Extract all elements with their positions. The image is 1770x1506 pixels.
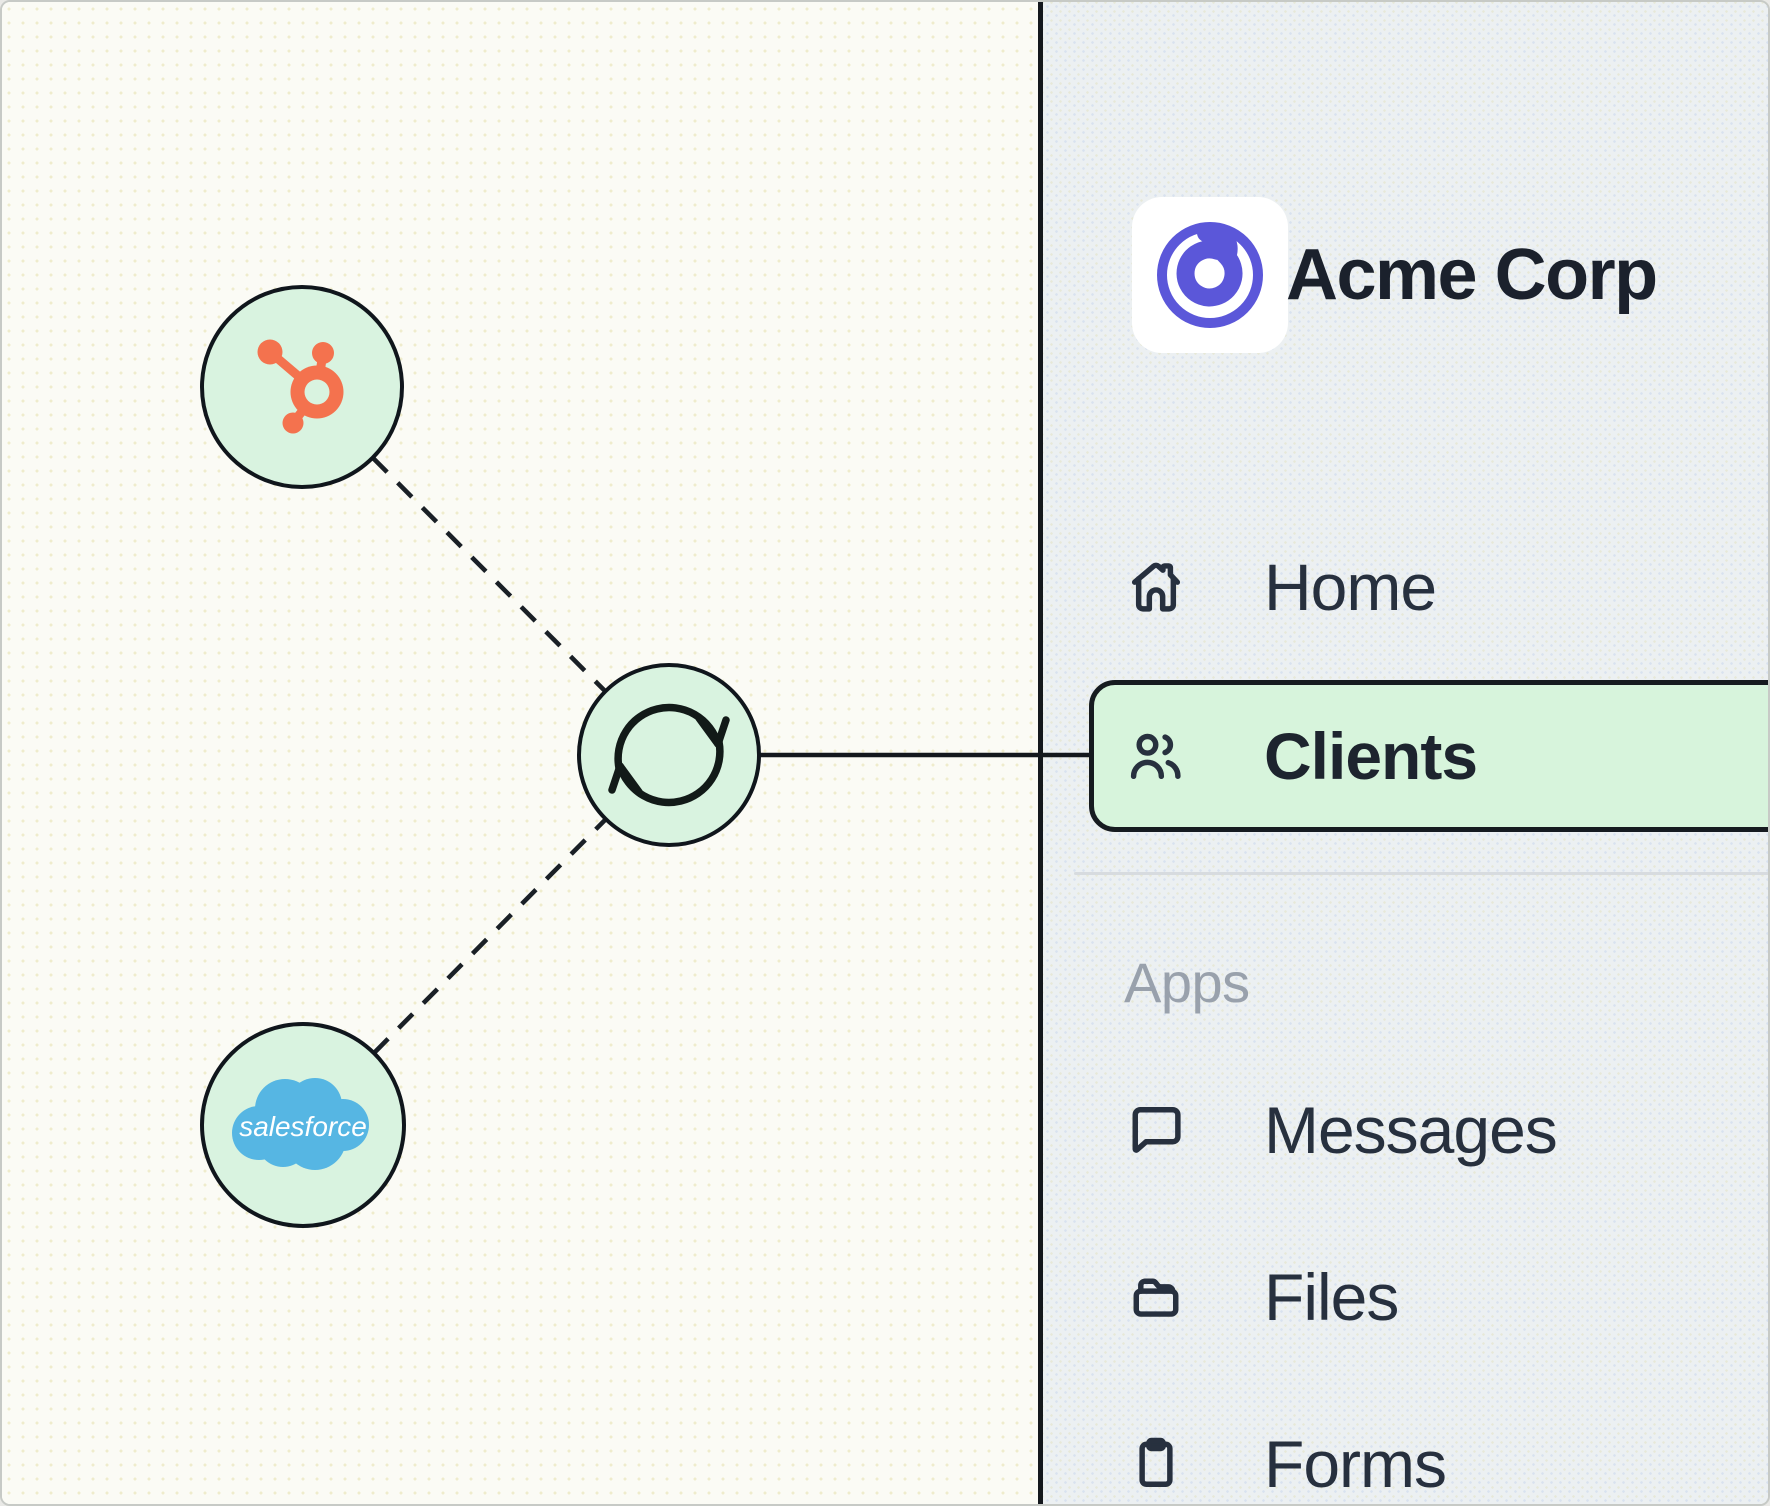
- salesforce-logo: salesforce: [232, 1078, 369, 1170]
- connector-salesforce-sync: [372, 817, 608, 1055]
- home-icon: [1131, 562, 1181, 612]
- message-bubble-icon: [1132, 1107, 1181, 1153]
- hubspot-logo: [257, 339, 344, 434]
- folder-icon: [1133, 1278, 1179, 1317]
- sidebar-item-label: Forms: [1264, 1427, 1447, 1501]
- hubspot-node[interactable]: [200, 285, 404, 489]
- sidebar-section-divider: [1074, 872, 1768, 875]
- sync-arrows-icon: [608, 703, 730, 807]
- sidebar-item-home[interactable]: Home: [1124, 550, 1437, 624]
- sidebar-item-label: Home: [1264, 550, 1437, 624]
- brand-name: Acme Corp: [1286, 235, 1658, 315]
- sidebar-item-messages[interactable]: Messages: [1124, 1093, 1558, 1167]
- sidebar-item-clients[interactable]: Clients: [1124, 719, 1478, 793]
- sidebar-item-files[interactable]: Files: [1124, 1260, 1399, 1334]
- sync-node[interactable]: [577, 663, 761, 847]
- salesforce-node[interactable]: salesforce: [200, 1022, 406, 1228]
- sidebar-item-forms[interactable]: Forms: [1124, 1427, 1447, 1501]
- brand-logo[interactable]: [1132, 197, 1288, 353]
- salesforce-logo-text: salesforce: [239, 1111, 367, 1142]
- clipboard-icon: [1139, 1437, 1173, 1487]
- brand-swirl-icon: [1157, 222, 1263, 328]
- sidebar-item-label: Files: [1264, 1260, 1399, 1334]
- users-icon: [1130, 733, 1181, 779]
- connector-hubspot-sync: [371, 456, 607, 693]
- sidebar-item-label: Clients: [1264, 719, 1478, 793]
- sidebar-item-label: Messages: [1264, 1093, 1558, 1167]
- apps-section-label: Apps: [1124, 950, 1250, 1014]
- clients-active-highlight: [1089, 680, 1768, 832]
